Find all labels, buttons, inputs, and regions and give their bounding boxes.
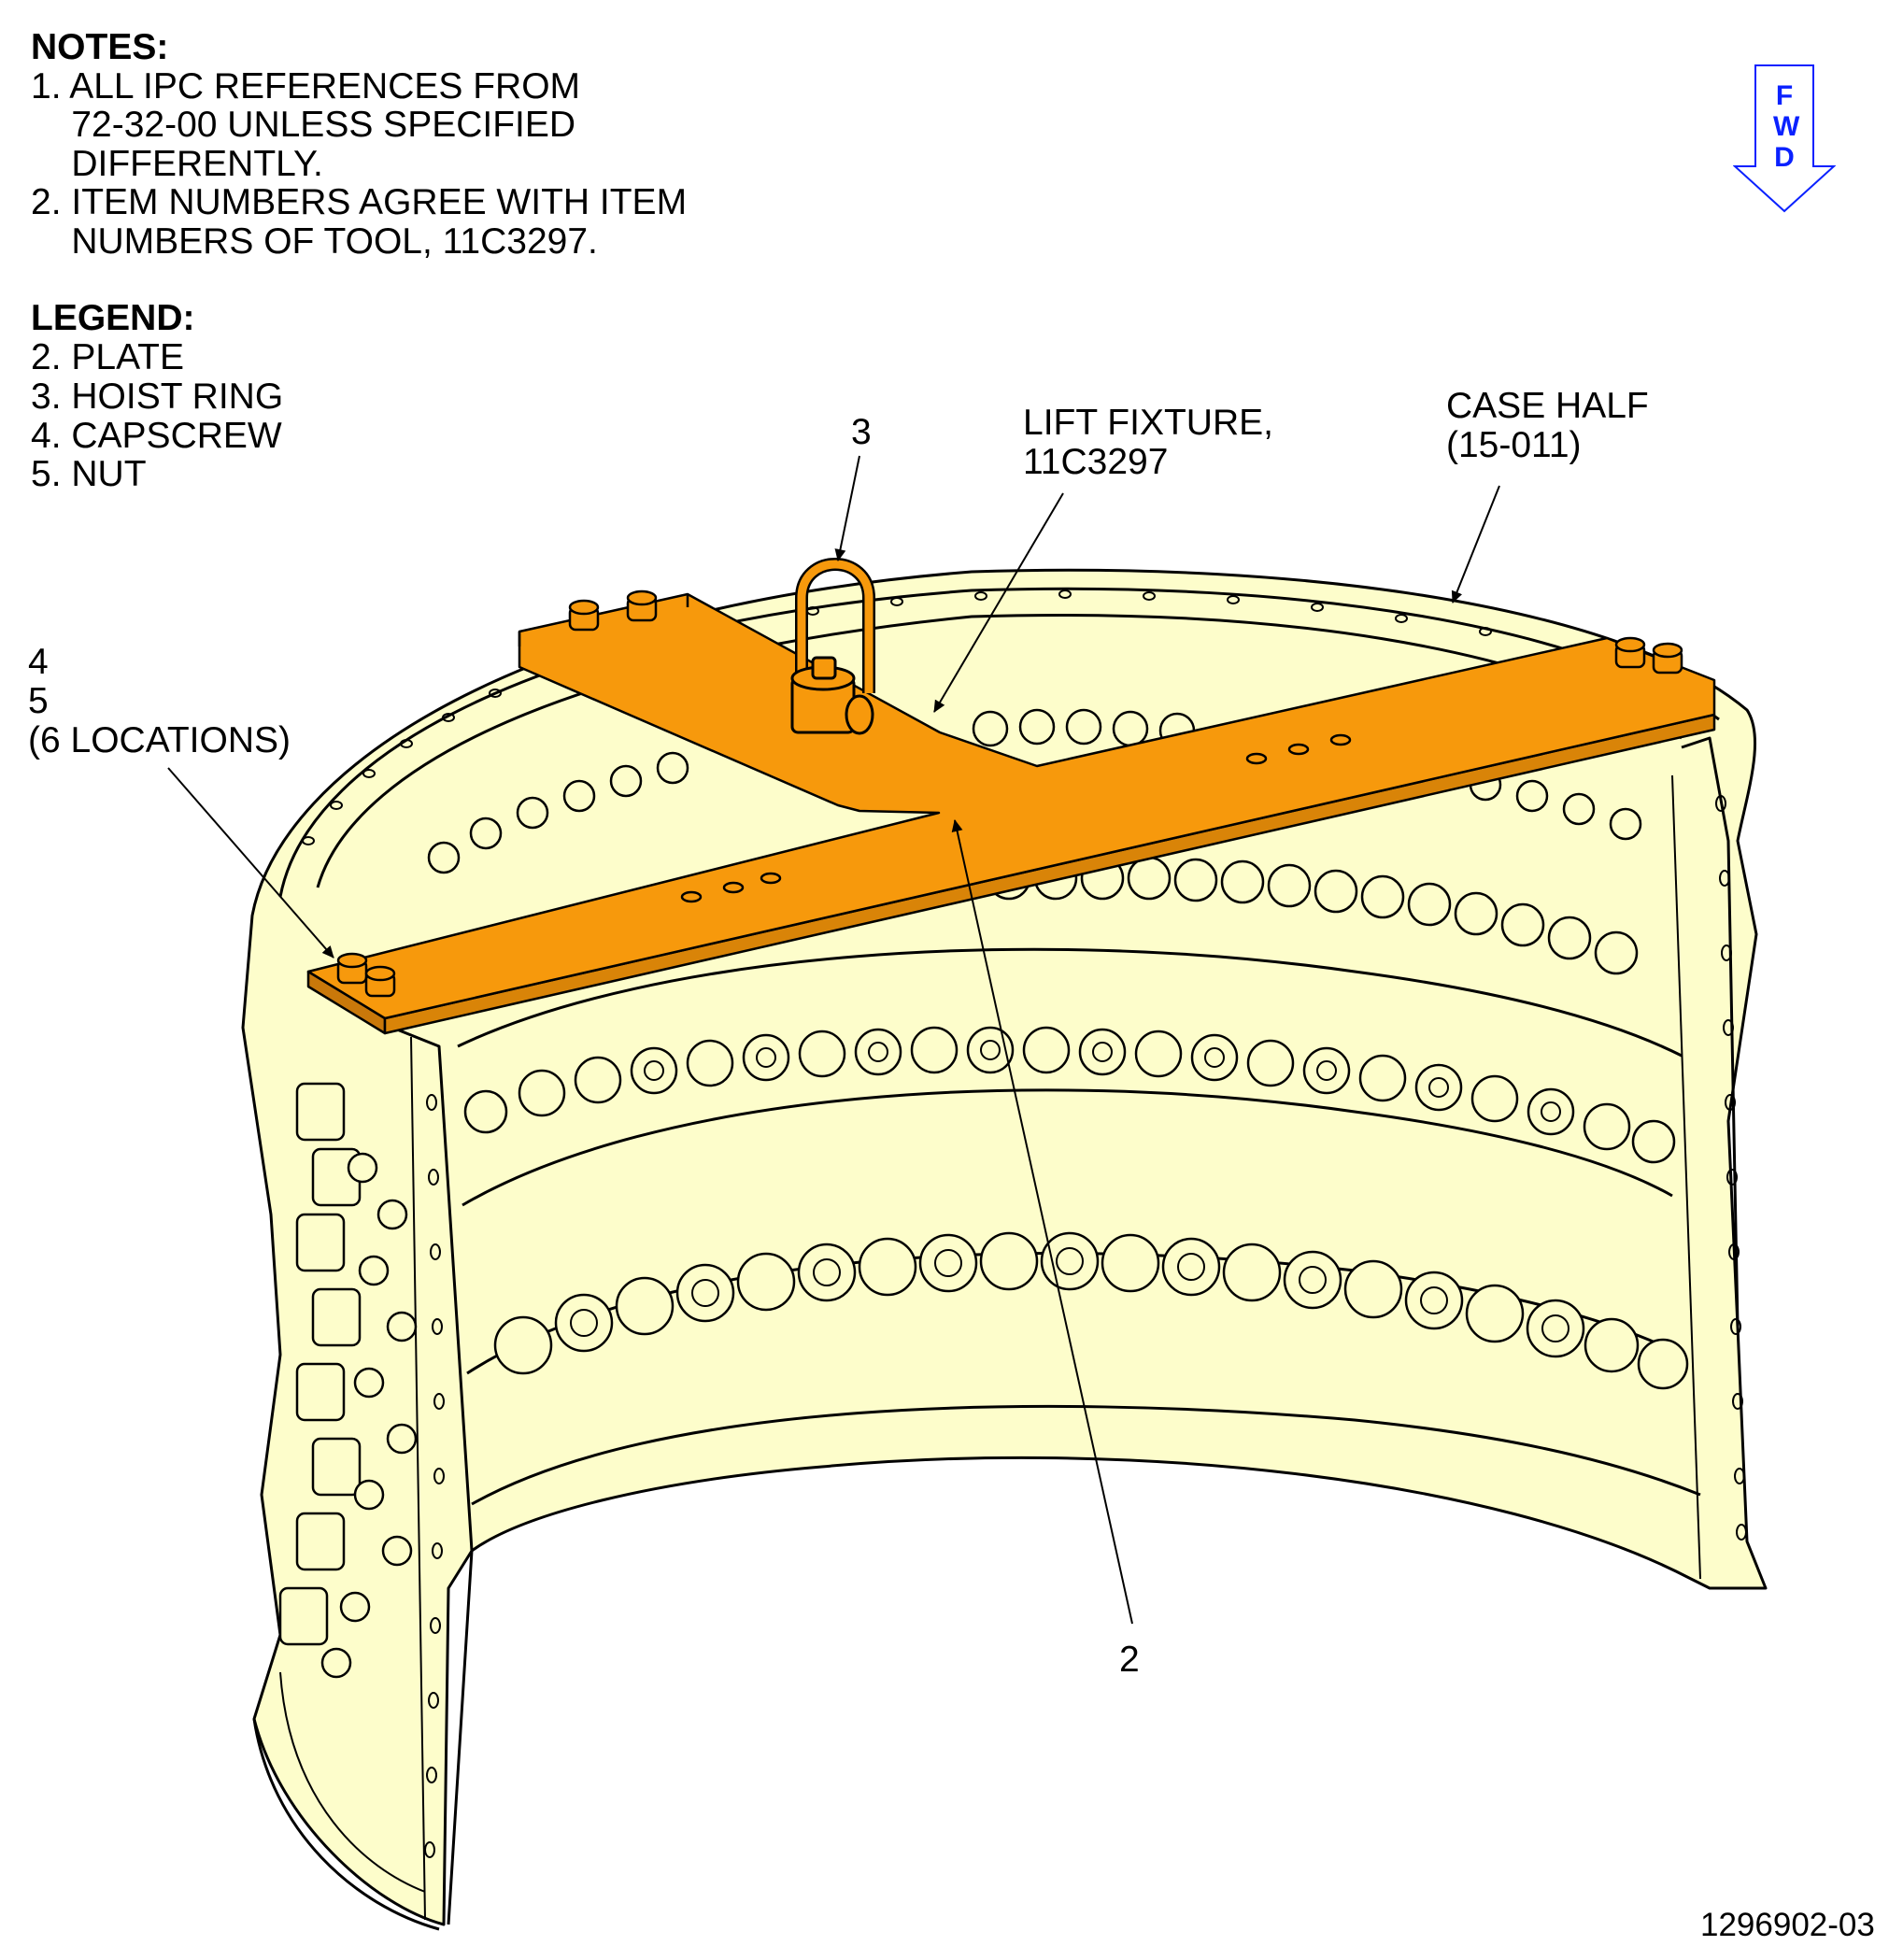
left-flange-holes	[424, 1094, 445, 1858]
callout-item-3: 3	[851, 412, 872, 452]
callout-case-half-line2: (15-011)	[1446, 425, 1582, 465]
fwd-letter-d: D	[1774, 142, 1795, 173]
callout-6-locations: (6 LOCATIONS)	[28, 720, 291, 760]
note-line-3: DIFFERENTLY.	[31, 144, 323, 184]
note-line-4: 2. ITEM NUMBERS AGREE WITH ITEM	[31, 182, 688, 222]
callout-case-half-line1: CASE HALF	[1446, 386, 1649, 426]
boss-row-3	[463, 1026, 1676, 1164]
fwd-letter-w: W	[1773, 111, 1800, 142]
legend-item-capscrew: 4. CAPSCREW	[31, 416, 282, 456]
callout-lift-fixture-line2: 11C3297	[1023, 442, 1169, 482]
right-flange-holes	[1715, 795, 1747, 1541]
legend-item-hoist-ring: 3. HOIST RING	[31, 376, 284, 417]
capscrew-icon	[336, 589, 1683, 998]
fwd-arrow-icon	[1733, 64, 1836, 213]
note-line-2: 72-32-00 UNLESS SPECIFIED	[31, 105, 576, 145]
callout-item-5: 5	[28, 681, 49, 721]
legend-item-nut: 5. NUT	[31, 454, 147, 494]
notes-heading: NOTES:	[31, 27, 169, 67]
callout-item-4: 4	[28, 642, 49, 682]
boss-inner-holes	[570, 1040, 1569, 1342]
callout-item-2: 2	[1119, 1640, 1140, 1680]
leader-lines	[167, 455, 1500, 1625]
lift-fixture-plate	[306, 592, 1716, 1035]
legend-item-plate: 2. PLATE	[31, 337, 185, 377]
figure-id: 1296902-03	[1700, 1907, 1875, 1943]
legend-heading: LEGEND:	[31, 298, 195, 338]
fwd-letter-f: F	[1775, 80, 1794, 111]
note-line-1: 1. ALL IPC REFERENCES FROM	[31, 66, 581, 107]
external-bosses	[278, 1082, 418, 1679]
note-line-5: NUMBERS OF TOOL, 11C3297.	[31, 221, 598, 262]
hoist-ring-icon	[790, 558, 875, 735]
callout-lift-fixture-line1: LIFT FIXTURE,	[1023, 403, 1273, 443]
